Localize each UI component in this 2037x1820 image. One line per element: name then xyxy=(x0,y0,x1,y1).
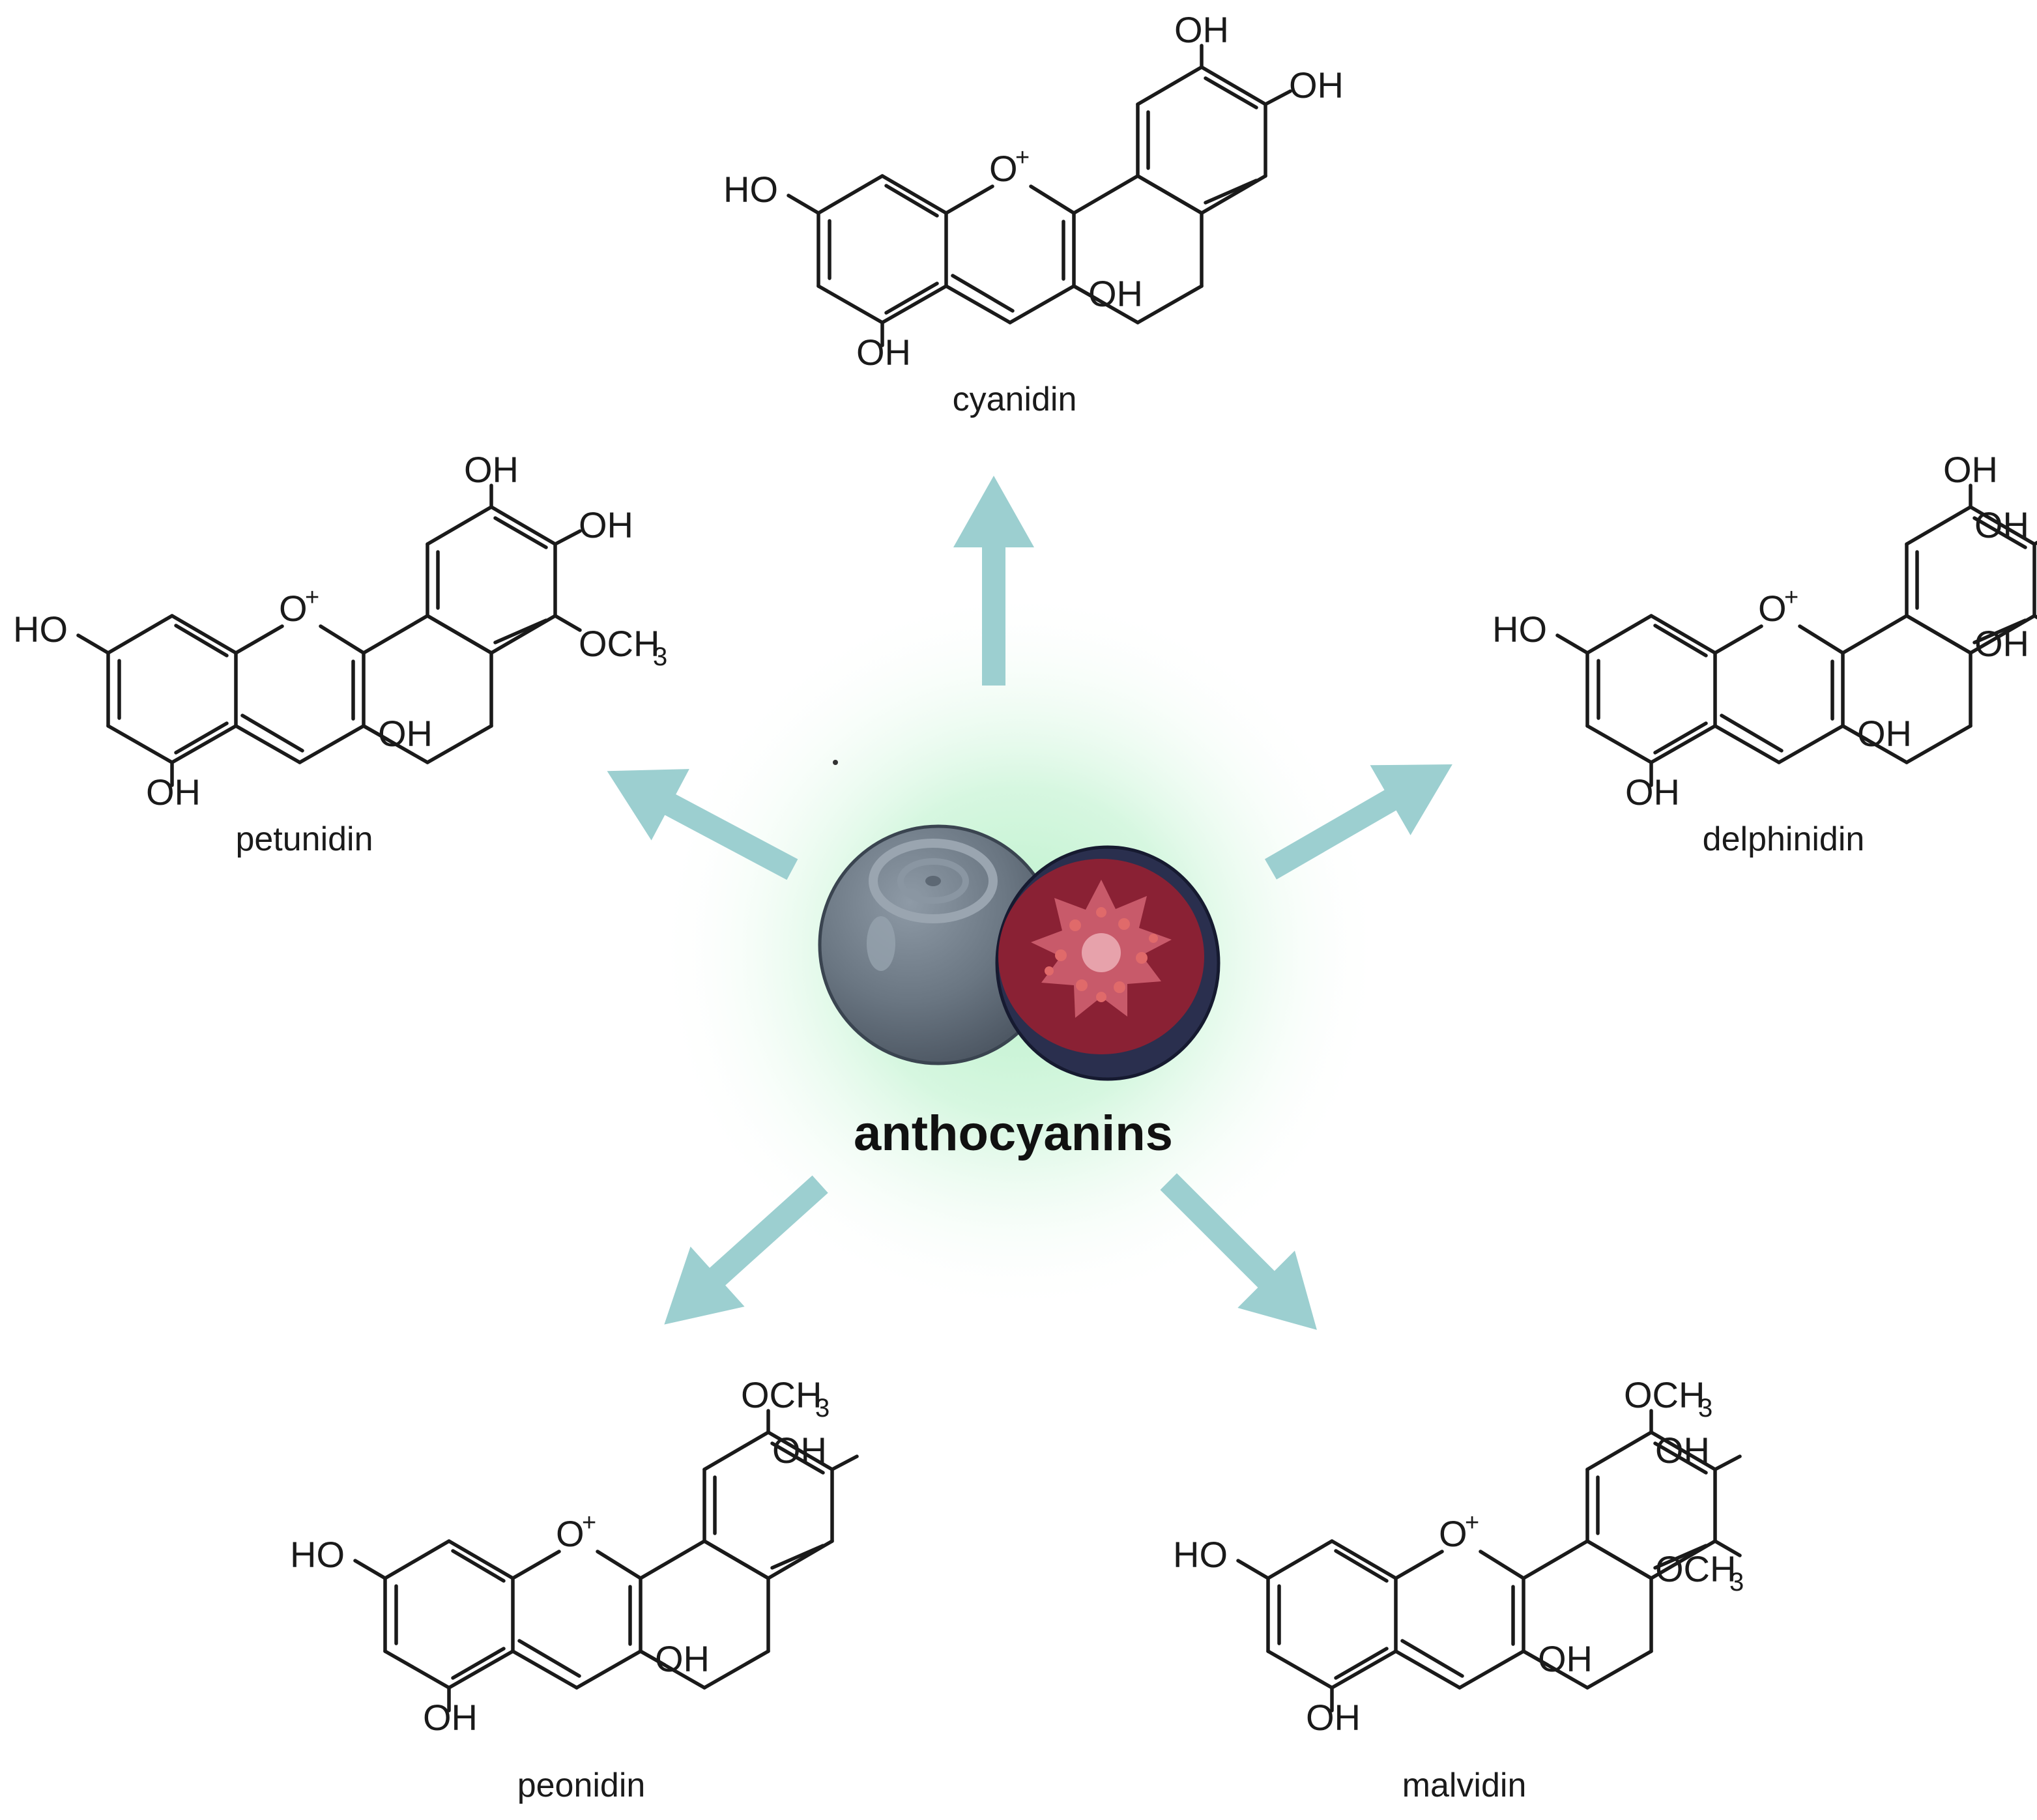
atom-labels: HO O + OH OH OH OH OH xyxy=(1492,449,2029,813)
molecule-malvidin: HO O + OH OH OCH 3 OH OCH 3 malvidin xyxy=(1173,1374,1744,1804)
label-delphinidin: delphinidin xyxy=(1703,820,1865,858)
svg-text:OH: OH xyxy=(378,713,433,754)
svg-text:OH: OH xyxy=(1538,1638,1593,1679)
atom-labels: HO O + OH OH OH OH OCH 3 xyxy=(13,449,667,813)
svg-text:OH: OH xyxy=(146,772,201,813)
svg-text:+: + xyxy=(1015,144,1030,171)
svg-text:OCH: OCH xyxy=(741,1374,822,1415)
svg-text:+: + xyxy=(582,1509,596,1537)
svg-text:OH: OH xyxy=(1974,504,2029,545)
molecule-cyanidin: HO O + OH OH OH OH cyanidin xyxy=(723,9,1344,418)
svg-text:OH: OH xyxy=(1625,772,1680,813)
label-petunidin: petunidin xyxy=(235,820,373,858)
label-malvidin: malvidin xyxy=(1402,1767,1527,1804)
svg-text:OH: OH xyxy=(1088,273,1143,314)
svg-text:OH: OH xyxy=(1289,65,1344,106)
svg-text:OH: OH xyxy=(1857,713,1912,754)
svg-text:+: + xyxy=(1465,1509,1479,1537)
svg-text:OH: OH xyxy=(1306,1697,1361,1738)
svg-text:HO: HO xyxy=(290,1534,345,1575)
svg-text:OH: OH xyxy=(655,1638,710,1679)
svg-text:OH: OH xyxy=(579,504,633,545)
svg-text:OH: OH xyxy=(856,332,911,373)
svg-text:HO: HO xyxy=(1173,1534,1228,1575)
svg-text:HO: HO xyxy=(723,169,778,210)
svg-text:OH: OH xyxy=(1655,1430,1710,1471)
svg-text:OH: OH xyxy=(1943,449,1998,490)
atom-labels: HO O + OH OH OCH 3 OH OCH 3 xyxy=(1173,1374,1744,1738)
molecule-peonidin: HO O + OH OH OCH 3 OH peonidin xyxy=(290,1374,859,1804)
svg-text:+: + xyxy=(305,584,319,611)
atom-labels: HO O + OH OH OH OH xyxy=(723,9,1344,373)
label-cyanidin: cyanidin xyxy=(953,381,1077,418)
molecule-delphinidin: HO O + OH OH OH OH OH delphinidin xyxy=(1492,449,2037,858)
svg-text:OH: OH xyxy=(423,1697,478,1738)
svg-text:HO: HO xyxy=(13,609,68,650)
structure-bonds xyxy=(76,484,582,787)
label-peonidin: peonidin xyxy=(517,1767,646,1804)
svg-text:HO: HO xyxy=(1492,609,1547,650)
svg-text:O: O xyxy=(279,588,308,629)
structure-bonds xyxy=(787,44,1292,347)
svg-text:OCH: OCH xyxy=(1624,1374,1705,1415)
svg-text:OH: OH xyxy=(1174,9,1229,50)
svg-text:O: O xyxy=(1439,1513,1467,1554)
structure-bonds xyxy=(353,1409,859,1712)
svg-text:OCH: OCH xyxy=(579,623,659,664)
svg-text:O: O xyxy=(989,148,1018,189)
svg-text:3: 3 xyxy=(653,643,667,671)
structure-bonds xyxy=(1236,1409,1742,1712)
molecule-petunidin: HO O + OH OH OH OH OCH 3 petunidin xyxy=(13,449,667,858)
atom-labels: HO O + OH OH OCH 3 OH xyxy=(290,1374,830,1738)
svg-text:3: 3 xyxy=(1729,1568,1744,1596)
svg-text:OH: OH xyxy=(1974,623,2029,664)
dot-mark xyxy=(833,760,838,765)
svg-text:OH: OH xyxy=(772,1430,827,1471)
structure-bonds xyxy=(1555,484,2037,787)
svg-text:OCH: OCH xyxy=(1655,1548,1736,1589)
svg-text:OH: OH xyxy=(464,449,519,490)
svg-text:O: O xyxy=(556,1513,585,1554)
berry-fruit-icon xyxy=(818,824,1221,1081)
svg-text:3: 3 xyxy=(815,1394,830,1423)
center-label: anthocyanins xyxy=(854,1106,1173,1161)
svg-text:+: + xyxy=(1784,584,1799,611)
svg-text:O: O xyxy=(1758,588,1787,629)
svg-text:3: 3 xyxy=(1698,1394,1712,1423)
